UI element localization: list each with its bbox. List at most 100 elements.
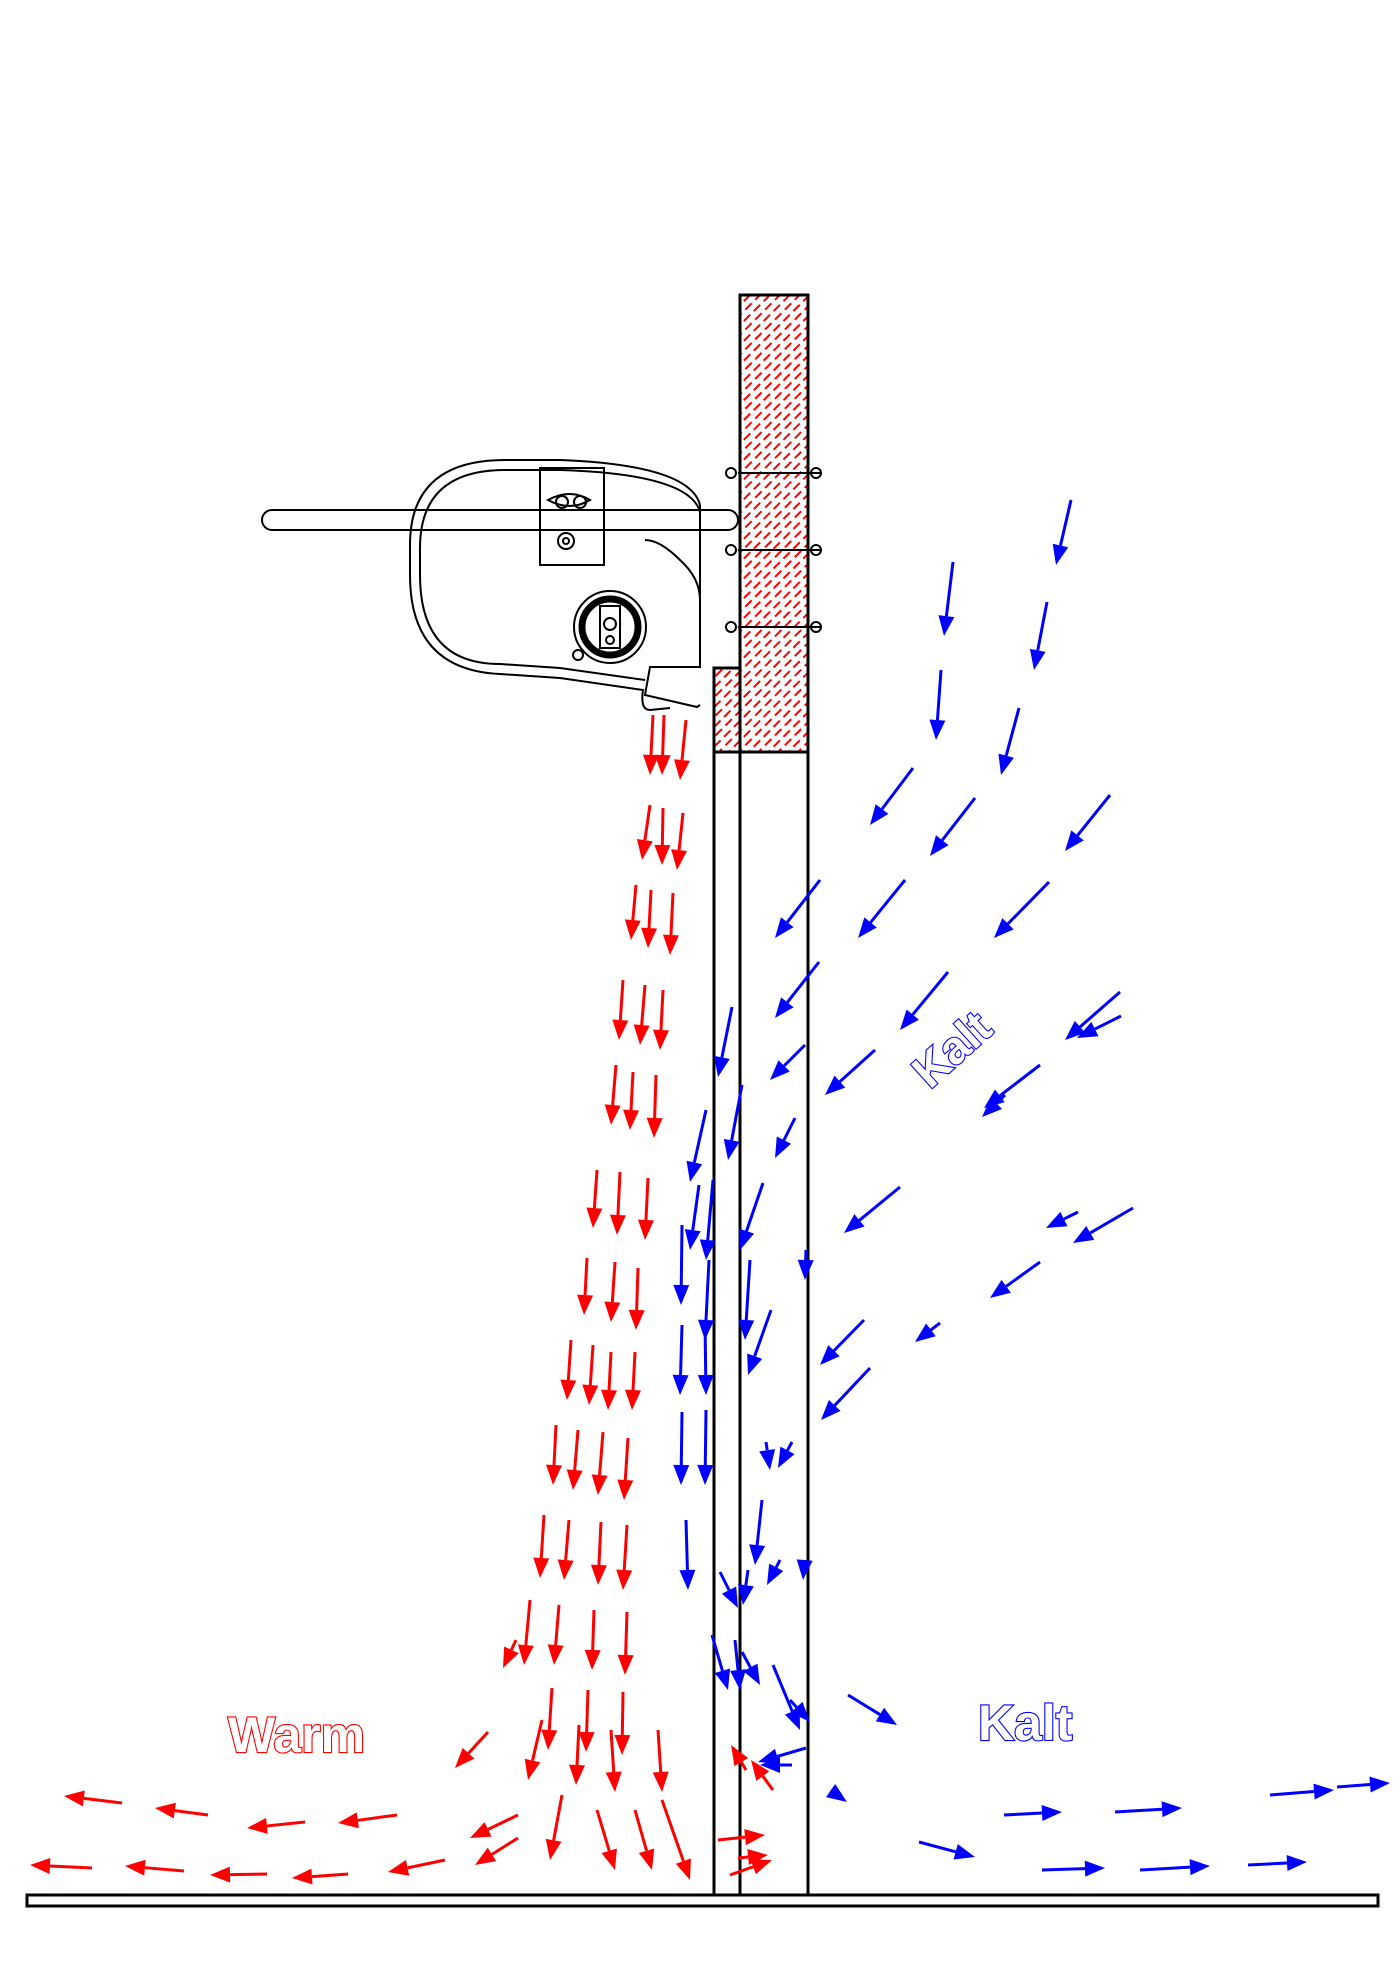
warm-air-arrow [590, 1521, 607, 1585]
warm-air-arrow [612, 979, 629, 1040]
warm-air-arrow [64, 1790, 123, 1807]
cold-air-arrow [826, 1783, 847, 1802]
cold-air-arrow [697, 1321, 714, 1395]
wall-step-hatched [712, 666, 742, 754]
cold-air-arrow [1269, 1783, 1334, 1800]
warm-air-arrow [646, 1074, 663, 1138]
warm-label: Warm [228, 1707, 365, 1763]
warm-air-arrow [591, 1431, 608, 1495]
warm-air-arrow [30, 1857, 93, 1874]
warm-air-arrow [475, 1836, 519, 1865]
cold-air-arrow [994, 880, 1051, 938]
cold-air-arrow [900, 971, 950, 1030]
cold-air-arrow [778, 1441, 795, 1468]
mounting-bar [261, 509, 739, 531]
cold-air-arrow [697, 1409, 714, 1485]
cold-air-arrow [710, 1634, 731, 1690]
cold-air-arrow [1003, 1805, 1062, 1822]
cold-air-arrow [673, 1411, 690, 1485]
cold-air-arrow [938, 561, 955, 636]
cold-air-arrow [718, 1571, 738, 1608]
cold-air-arrow [929, 669, 946, 740]
cold-air-arrow [998, 707, 1021, 775]
warm-air-arrow [717, 1829, 765, 1846]
warm-air-arrow [388, 1858, 446, 1876]
cold-air-arrow [1077, 1014, 1122, 1038]
warm-air-arrow [653, 989, 669, 1050]
warm-air-arrow [601, 1351, 618, 1410]
cold-air-arrow [1041, 1860, 1105, 1877]
cold-air-arrow [771, 1664, 800, 1730]
cold-air-arrow [770, 1043, 807, 1080]
warm-air-arrow [660, 1799, 691, 1880]
warm-air-arrow [547, 1604, 564, 1665]
warm-air-arrow [125, 1859, 185, 1876]
warm-air-arrow [633, 1809, 655, 1870]
wall-structure [712, 293, 810, 1897]
warm-air-arrow [524, 1719, 544, 1780]
cold-air-arrow [738, 1182, 765, 1250]
warm-air-arrow [662, 892, 679, 955]
warm-air-arrow [533, 1514, 550, 1578]
warm-air-arrow [569, 1724, 585, 1785]
cold-air-arrow [982, 1093, 1007, 1117]
cold-air-arrow [1065, 990, 1121, 1040]
mounting-bracket [539, 467, 605, 566]
warm-air-arrow [582, 1344, 599, 1405]
cold-air-arrow [858, 879, 907, 938]
cold-air-arrow [1046, 1210, 1079, 1228]
cold-air-arrow [740, 1651, 760, 1685]
warm-air-arrow [625, 1351, 642, 1410]
cold-air-arrow [990, 1260, 1041, 1298]
warm-air-arrow [643, 714, 659, 775]
cold-air-arrow [870, 767, 915, 825]
cold-air-arrow [847, 1693, 897, 1725]
cold-air-arrow [1336, 1776, 1390, 1793]
warm-air-arrow [674, 719, 690, 780]
warm-air-arrow [604, 1261, 621, 1322]
warm-air-arrow [604, 1064, 621, 1125]
cold-air-arrow [930, 797, 977, 856]
cold-air-arrow [1114, 1801, 1182, 1818]
cold-air-arrow [820, 1318, 866, 1365]
cold-label-lower: Kalt [978, 1695, 1073, 1751]
warm-air-arrow [503, 1639, 519, 1668]
warm-air-arrow [541, 1687, 558, 1750]
warm-air-arrow [210, 1866, 268, 1883]
warm-air-arrow [751, 1760, 775, 1791]
cold-air-arrow [1052, 499, 1073, 565]
cold-air-arrow [1029, 601, 1049, 670]
warm-air-arrow [616, 1524, 633, 1590]
cold-air-arrow [844, 1185, 901, 1233]
cold-air-arrow [684, 1184, 701, 1250]
warm-air-arrow [641, 889, 658, 948]
wall-column-inner [712, 750, 742, 1897]
warm-air-arrow [566, 1429, 583, 1490]
cold-air-arrow [775, 1117, 797, 1158]
cold-air-arrow [1139, 1859, 1210, 1876]
cold-air-arrow [796, 1559, 813, 1580]
cold-air-arrow [673, 1224, 690, 1305]
cold-air-arrow [825, 1048, 877, 1095]
cold-air-arrow [1065, 794, 1112, 851]
cold-air-arrow [797, 1249, 814, 1280]
cold-air-arrow [686, 1109, 708, 1182]
warm-air-arrow [595, 1809, 617, 1870]
cold-air-arrow [767, 1559, 784, 1585]
warm-air-arrow [633, 984, 650, 1045]
warm-air-arrow [577, 1257, 594, 1315]
warm-air-arrow [737, 1849, 768, 1865]
cold-air-arrow [821, 1366, 872, 1420]
cold-air-arrow [699, 1179, 716, 1260]
cold-air-arrow [775, 961, 821, 1018]
cold-air-arrow [730, 1639, 746, 1690]
cold-air-arrow [747, 1309, 773, 1375]
cold-air-arrow [758, 1746, 807, 1765]
warm-air-arrow [455, 1730, 490, 1768]
cold-air-arrow [788, 1698, 810, 1722]
warm-air-arrow [623, 1071, 640, 1130]
cold-air-arrow [749, 1499, 766, 1565]
cold-air-arrow [759, 1441, 776, 1470]
warm-air-arrow [517, 1599, 534, 1665]
